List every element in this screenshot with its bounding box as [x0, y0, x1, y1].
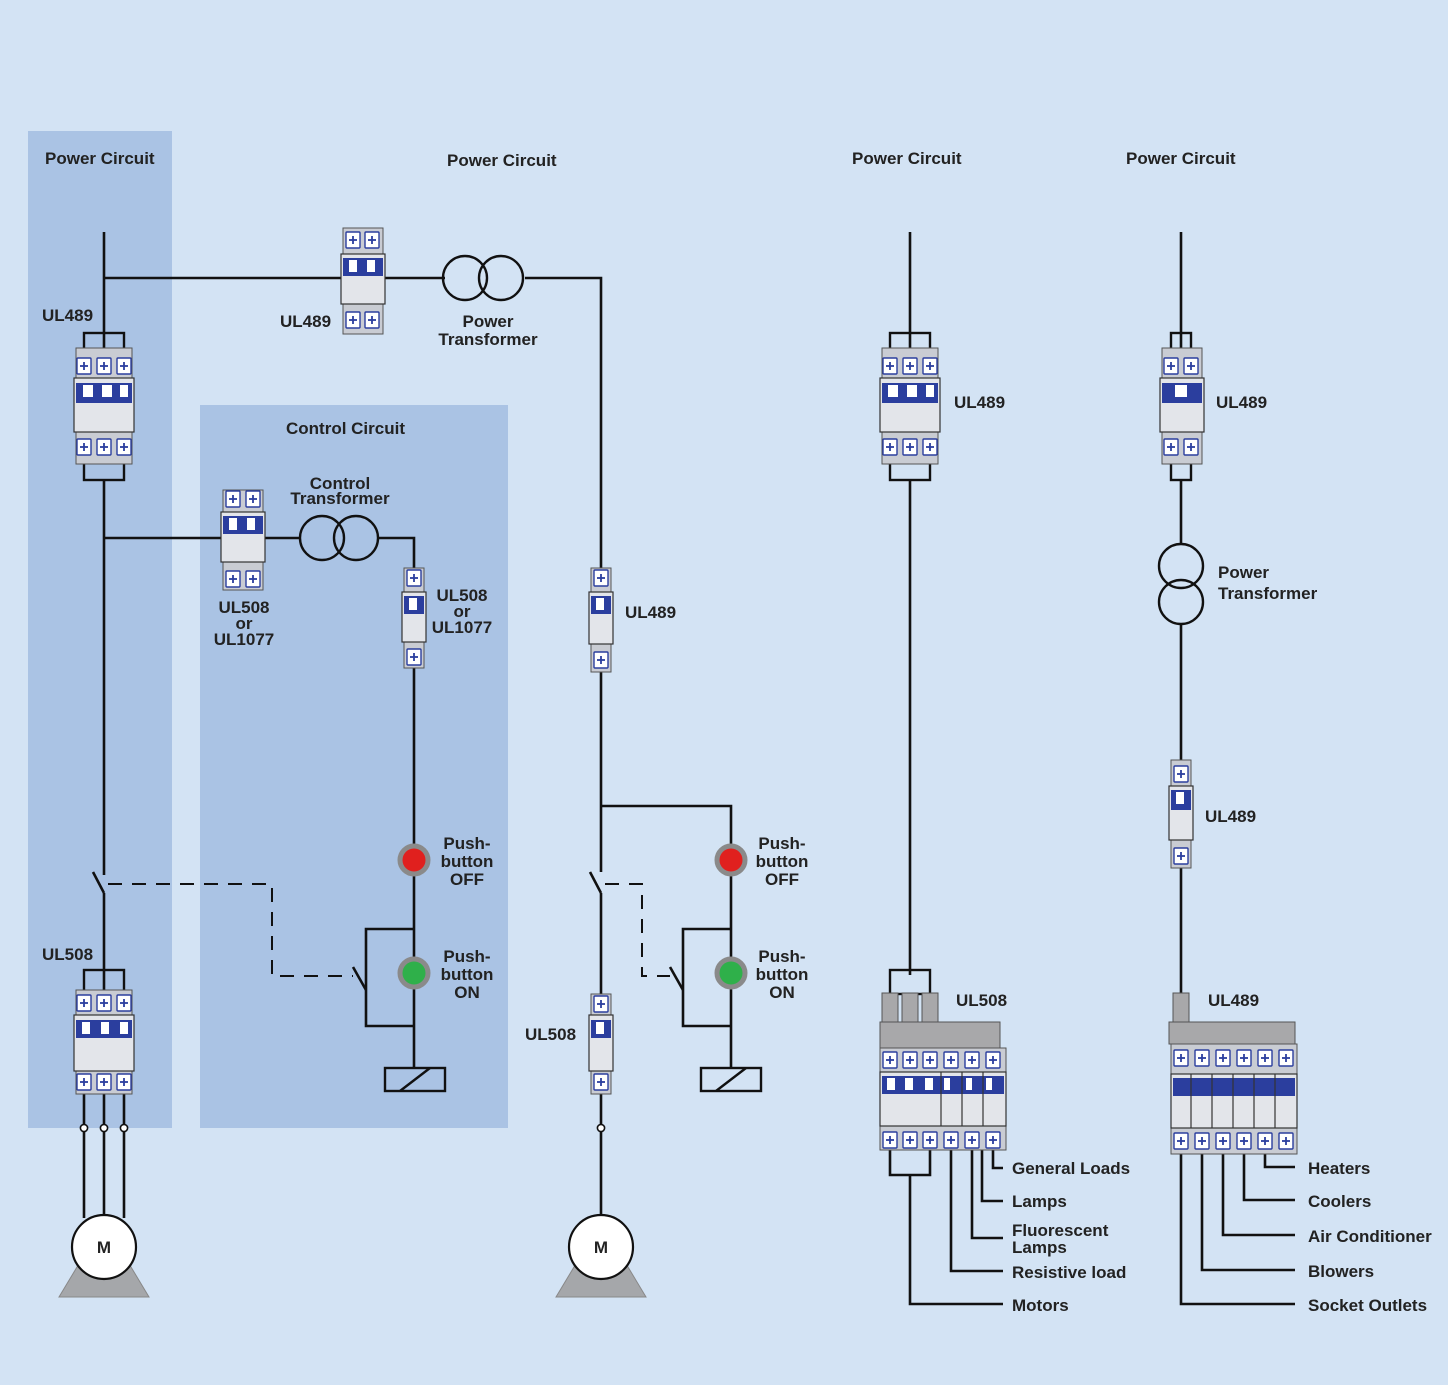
control-breaker-left-line2: or [236, 614, 253, 633]
control-transformer [298, 514, 380, 562]
control-breaker-right-line3: UL1077 [432, 618, 492, 637]
col1-breaker-top-label: UL489 [42, 306, 93, 325]
control-pb-on-line2: button [441, 965, 494, 984]
col4-transformer-line2: Transformer [1218, 584, 1318, 603]
col2-pb-off-line2: button [756, 852, 809, 871]
col3-load-general: General Loads [1012, 1159, 1130, 1178]
col3-load-resistive: Resistive load [1012, 1263, 1126, 1282]
breaker-ul489-2pole-feed [340, 227, 386, 335]
col2-pb-off-line3: OFF [765, 870, 799, 889]
control-pb-on-line1: Push- [443, 947, 490, 966]
pushbutton-off-control [397, 843, 431, 877]
breaker-ul508-1pole-col2 [588, 993, 614, 1095]
col3-load-fluorescent-line1: Fluorescent [1012, 1221, 1109, 1240]
col3-load-fluorescent-line2: Lamps [1012, 1238, 1067, 1257]
col2-pb-on-line3: ON [769, 983, 795, 1002]
col3-breaker-bottom-label: UL508 [956, 991, 1007, 1010]
power-transformer-col2 [441, 254, 525, 302]
relay-coil-control [383, 1066, 447, 1093]
relay-coil-col2 [699, 1066, 763, 1093]
col1-breaker-bottom-label: UL508 [42, 945, 93, 964]
col2-breaker-bottom-label: UL508 [525, 1025, 576, 1044]
col2-transformer-line1: Power [462, 312, 513, 331]
control-pb-off-line1: Push- [443, 834, 490, 853]
breaker-ul489-1pole-col4-mid [1168, 759, 1194, 869]
col2-title: Power Circuit [447, 151, 557, 170]
control-breaker-right-line1: UL508 [436, 586, 487, 605]
control-pb-off-line3: OFF [450, 870, 484, 889]
breaker-ul489-3pole-col1 [73, 347, 135, 465]
pushbutton-off-col2 [714, 843, 748, 877]
motor-col2: M [555, 1213, 647, 1298]
col4-breaker-bottom-label: UL489 [1208, 991, 1259, 1010]
breaker-ul489-1pole-col2 [588, 567, 614, 673]
breaker-ul508-busbar-col3 [879, 992, 1007, 1151]
col4-load-air-conditioner: Air Conditioner [1308, 1227, 1432, 1246]
col1-title: Power Circuit [45, 149, 155, 168]
control-breaker-right-line2: or [454, 602, 471, 621]
control-pb-on-line3: ON [454, 983, 480, 1002]
col4-load-socket-outlets: Socket Outlets [1308, 1296, 1427, 1315]
col3-title: Power Circuit [852, 149, 962, 168]
col3-load-motors: Motors [1012, 1296, 1069, 1315]
power-transformer-col4 [1157, 542, 1205, 626]
col2-breaker-mid-label: UL489 [625, 603, 676, 622]
breaker-ul489-1pole-col4-top [1159, 347, 1205, 465]
col4-title: Power Circuit [1126, 149, 1236, 168]
col2-pb-on-line2: button [756, 965, 809, 984]
breaker-ul489-busbar-col4 [1168, 992, 1298, 1155]
pushbutton-on-col2 [714, 956, 748, 990]
pushbutton-on-control [397, 956, 431, 990]
col4-breaker-mid-label: UL489 [1205, 807, 1256, 826]
control-title: Control Circuit [286, 419, 405, 438]
col2-pb-off-line1: Push- [758, 834, 805, 853]
control-breaker-left-line3: UL1077 [214, 630, 274, 649]
control-breaker-left-line1: UL508 [218, 598, 269, 617]
breaker-ul489-3pole-col3 [879, 347, 941, 465]
control-transformer-line2: Transformer [290, 489, 390, 508]
breaker-ul508-2pole-control-left [220, 489, 266, 591]
control-pb-off-line2: button [441, 852, 494, 871]
col2-breaker-top-label: UL489 [280, 312, 331, 331]
power-circuit-panel [28, 131, 172, 1128]
motor-label-col1: M [97, 1238, 111, 1257]
col4-load-coolers: Coolers [1308, 1192, 1371, 1211]
motor-label-col2: M [594, 1238, 608, 1257]
motor-col1: M [58, 1213, 150, 1298]
col2-transformer-line2: Transformer [438, 330, 538, 349]
col3-load-lamps: Lamps [1012, 1192, 1067, 1211]
control-transformer-line1: Control [310, 474, 370, 493]
breaker-ul508-3pole-col1 [73, 989, 135, 1095]
col4-transformer-line1: Power [1218, 563, 1269, 582]
col4-breaker-top-label: UL489 [1216, 393, 1267, 412]
col4-load-blowers: Blowers [1308, 1262, 1374, 1281]
col3-breaker-top-label: UL489 [954, 393, 1005, 412]
col2-pb-on-line1: Push- [758, 947, 805, 966]
col4-load-heaters: Heaters [1308, 1159, 1370, 1178]
breaker-ul508-1pole-control-right [401, 567, 427, 669]
